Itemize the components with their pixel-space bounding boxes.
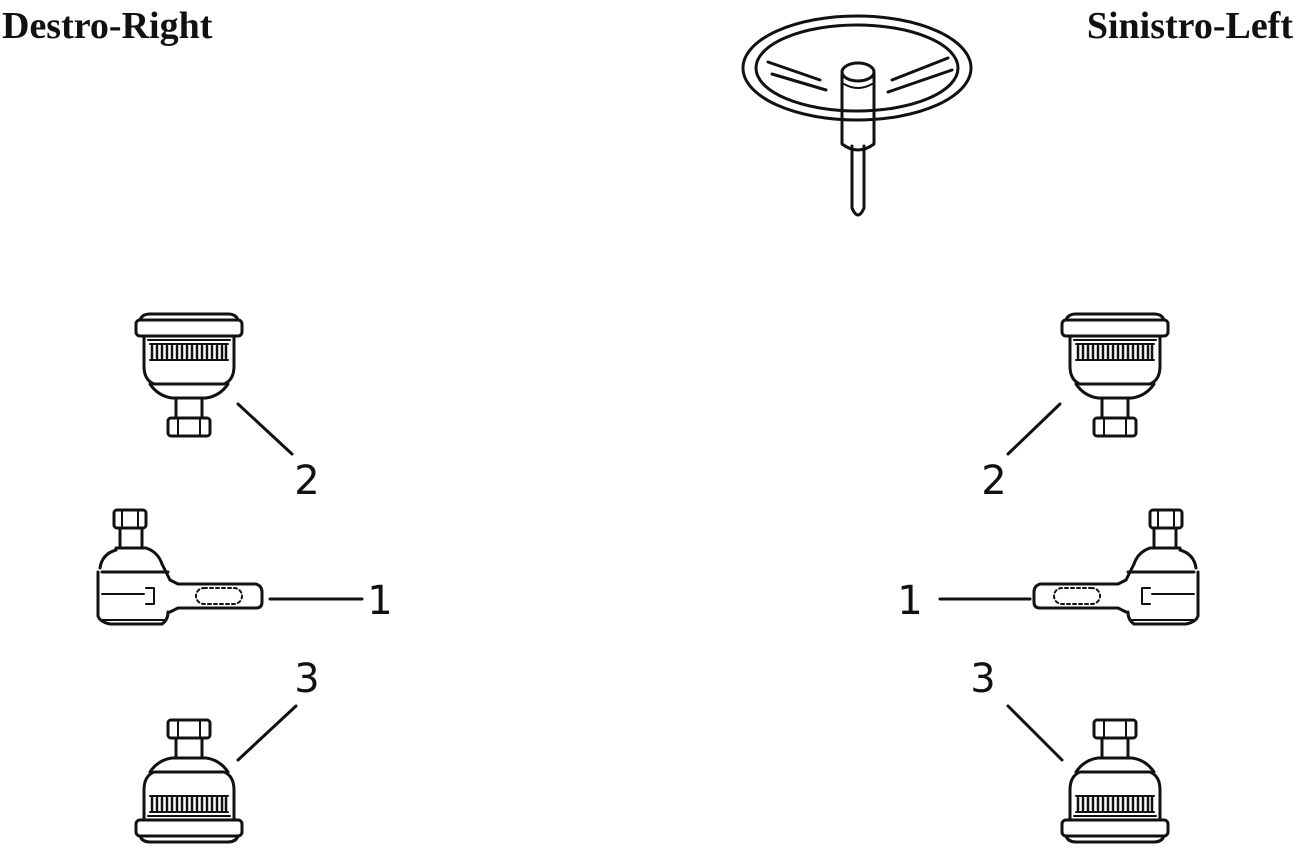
leader-line	[236, 402, 294, 456]
ball-joint-icon	[1060, 718, 1170, 844]
ball-joint-icon	[134, 718, 244, 844]
tie-rod-end-icon	[1032, 508, 1200, 626]
title-sinistro-left: Sinistro-Left	[1086, 5, 1293, 47]
leader-line	[1006, 402, 1062, 456]
leader-line	[236, 704, 298, 762]
tie-rod-end-icon	[96, 508, 264, 626]
leader-line	[1006, 704, 1064, 762]
callout-3-left: 3	[970, 656, 995, 702]
ball-joint-icon	[134, 312, 244, 438]
callout-1-left: 1	[897, 578, 922, 624]
ball-joint-icon	[1060, 312, 1170, 438]
callout-2-left: 2	[981, 458, 1006, 504]
steering-wheel-icon	[741, 14, 973, 217]
callout-1-right: 1	[367, 578, 392, 624]
callout-3-right: 3	[294, 656, 319, 702]
callout-2-right: 2	[294, 458, 319, 504]
title-destro-right: Destro-Right	[2, 5, 213, 47]
